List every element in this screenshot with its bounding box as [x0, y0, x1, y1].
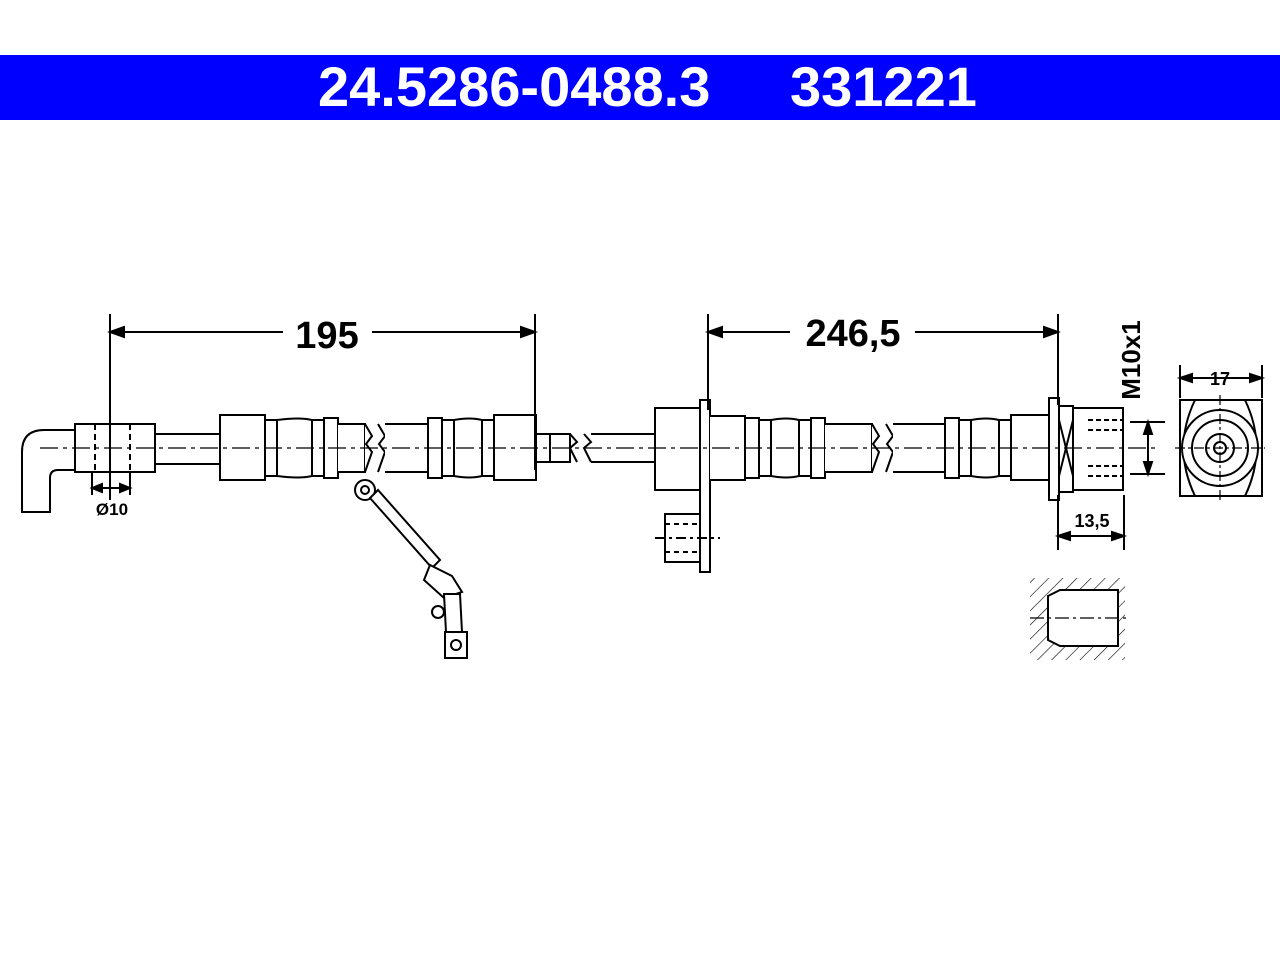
label-thread: M10x1 — [1116, 320, 1146, 400]
reference-number: 331221 — [790, 55, 977, 118]
label-length-left: 195 — [295, 315, 358, 357]
header-banner: 24.5286-0488.3 331221 — [0, 55, 1280, 120]
label-length-right: 246,5 — [805, 313, 900, 355]
dimension-fitting-length — [1054, 495, 1128, 550]
bracket-fitting — [654, 399, 873, 573]
crimp-fitting-2 — [385, 414, 571, 481]
dimension-thread — [1130, 418, 1165, 478]
dimension-246-5 — [705, 314, 1061, 410]
dimension-195 — [107, 314, 538, 500]
label-fitting-length: 13,5 — [1074, 511, 1109, 531]
label-diameter: Ø10 — [96, 500, 128, 519]
end-view-nut — [1175, 395, 1265, 500]
dimension-diameter — [89, 472, 133, 495]
left-bent-pipe — [21, 429, 76, 513]
thread-section-view — [1030, 578, 1130, 660]
break-symbol-2 — [568, 433, 655, 463]
left-pipe-section — [155, 433, 220, 465]
part-number: 24.5286-0488.3 — [318, 55, 711, 118]
label-wrench-size: 17 — [1210, 369, 1230, 389]
right-end-nut — [1048, 397, 1124, 501]
banjo-detail — [354, 479, 468, 659]
dimension-wrench-size — [1176, 365, 1266, 398]
